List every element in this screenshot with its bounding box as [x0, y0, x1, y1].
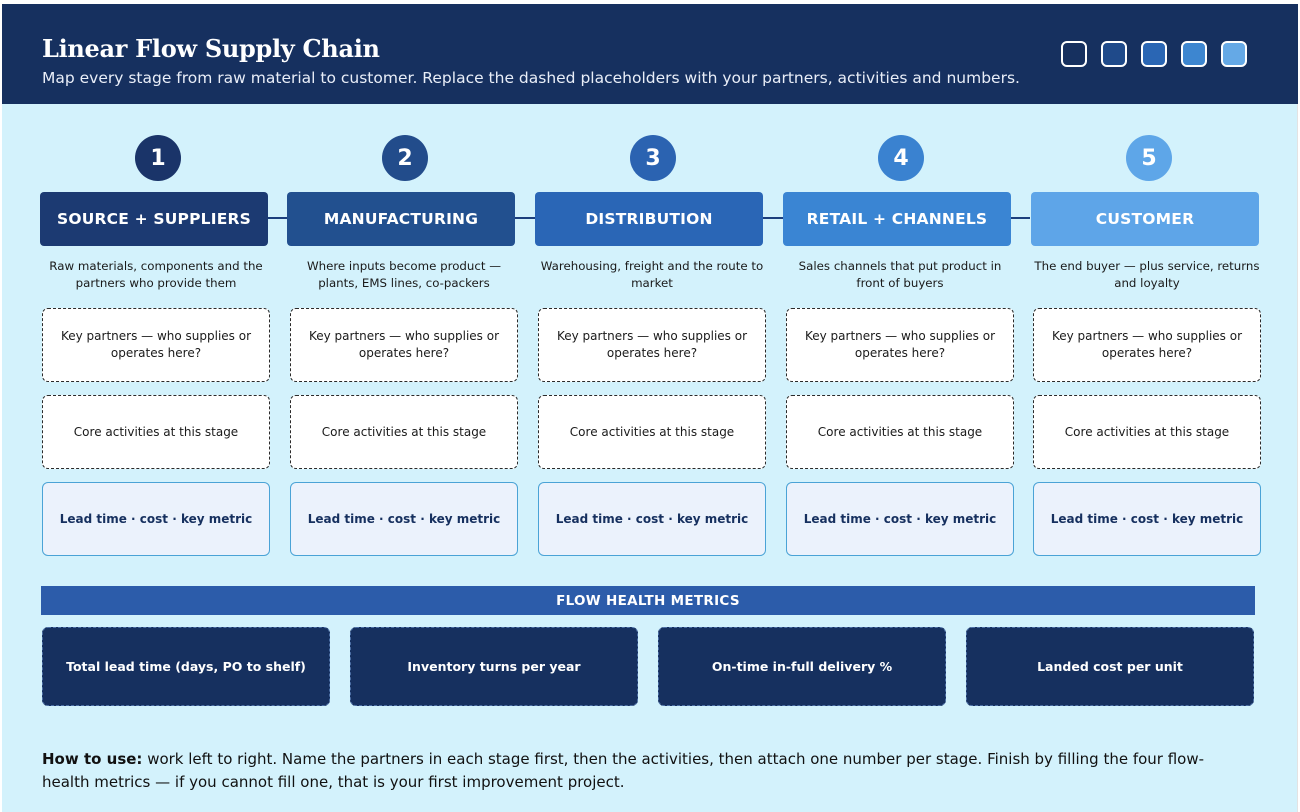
partners-placeholder[interactable]: Key partners — who supplies or operates … [42, 308, 270, 382]
activities-placeholder[interactable]: Core activities at this stage [42, 395, 270, 469]
color-swatch-3 [1141, 41, 1167, 67]
how-to-text: work left to right. Name the partners in… [42, 750, 1205, 791]
stage-description: Where inputs become product — plants, EM… [306, 259, 502, 290]
canvas: Linear Flow Supply Chain Map every stage… [2, 4, 1298, 812]
page-subtitle: Map every stage from raw material to cus… [42, 69, 1020, 87]
partners-placeholder[interactable]: Key partners — who supplies or operates … [786, 308, 1014, 382]
stage-connector [515, 217, 535, 219]
stage-description: Warehousing, freight and the route to ma… [540, 259, 764, 290]
health-metric-lead-time[interactable]: Total lead time (days, PO to shelf) [42, 627, 330, 706]
health-metric-landed-cost[interactable]: Landed cost per unit [966, 627, 1254, 706]
health-metric-otif[interactable]: On-time in-full delivery % [658, 627, 946, 706]
how-to-label: How to use: [42, 750, 143, 768]
stage-description: Sales channels that put product in front… [798, 259, 1002, 290]
activities-placeholder[interactable]: Core activities at this stage [538, 395, 766, 469]
metric-placeholder[interactable]: Lead time · cost · key metric [290, 482, 518, 556]
stage-number-badge: 5 [1126, 135, 1172, 181]
metric-placeholder[interactable]: Lead time · cost · key metric [1033, 482, 1261, 556]
metric-placeholder[interactable]: Lead time · cost · key metric [538, 482, 766, 556]
activities-placeholder[interactable]: Core activities at this stage [290, 395, 518, 469]
stage-header-source: SOURCE + SUPPLIERS [40, 192, 268, 246]
stage-number-badge: 2 [382, 135, 428, 181]
stage-connector [1010, 217, 1030, 219]
flow-health-title: FLOW HEALTH METRICS [41, 586, 1255, 615]
stage-number-badge: 3 [630, 135, 676, 181]
stage-number-badge: 1 [135, 135, 181, 181]
stage-header-distribution: DISTRIBUTION [535, 192, 763, 246]
metric-placeholder[interactable]: Lead time · cost · key metric [786, 482, 1014, 556]
stage-header-retail: RETAIL + CHANNELS [783, 192, 1011, 246]
page-title: Linear Flow Supply Chain [42, 34, 380, 63]
activities-placeholder[interactable]: Core activities at this stage [1033, 395, 1261, 469]
color-swatch-2 [1101, 41, 1127, 67]
header-banner: Linear Flow Supply Chain Map every stage… [2, 4, 1298, 104]
stage-description: The end buyer — plus service, returns an… [1034, 259, 1260, 290]
stage-header-customer: CUSTOMER [1031, 192, 1259, 246]
stage-description: Raw materials, components and the partne… [49, 259, 263, 290]
metric-placeholder[interactable]: Lead time · cost · key metric [42, 482, 270, 556]
color-swatch-4 [1181, 41, 1207, 67]
health-metric-inventory-turns[interactable]: Inventory turns per year [350, 627, 638, 706]
stage-number-badge: 4 [878, 135, 924, 181]
partners-placeholder[interactable]: Key partners — who supplies or operates … [538, 308, 766, 382]
activities-placeholder[interactable]: Core activities at this stage [786, 395, 1014, 469]
partners-placeholder[interactable]: Key partners — who supplies or operates … [290, 308, 518, 382]
how-to-use-note: How to use: work left to right. Name the… [42, 748, 1242, 794]
stage-connector [268, 217, 288, 219]
partners-placeholder[interactable]: Key partners — who supplies or operates … [1033, 308, 1261, 382]
stage-connector [763, 217, 783, 219]
stage-header-manufacturing: MANUFACTURING [287, 192, 515, 246]
color-swatch-1 [1061, 41, 1087, 67]
color-swatch-5 [1221, 41, 1247, 67]
